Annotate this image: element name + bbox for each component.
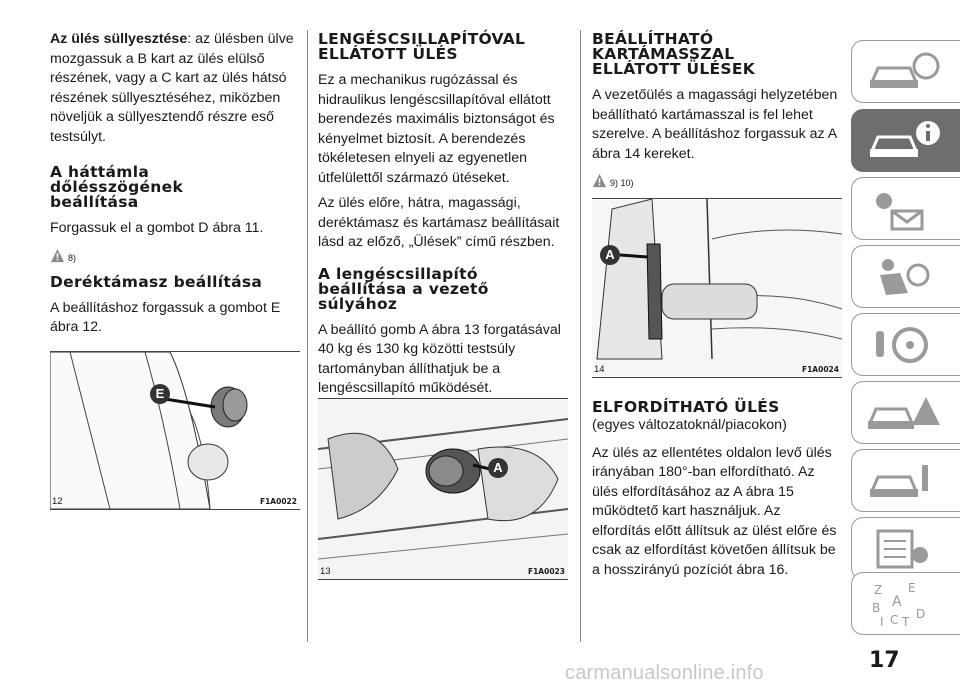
- sidebar-tab-index[interactable]: Z E A B D I C T: [851, 572, 960, 635]
- column-3-lower: ELFORDÍTHATÓ ÜLÉS (egyes változatoknál/p…: [592, 398, 842, 580]
- heading-damper-adjust: A lengéscsillapító beállítása a vezető s…: [318, 264, 568, 313]
- heading-line: ELLÁTOTT ÜLÉS: [318, 45, 458, 63]
- heading-line: beállítása: [50, 193, 139, 211]
- figure-code: F1A0023: [527, 567, 565, 576]
- heading-swivel-seat: ELFORDÍTHATÓ ÜLÉS: [592, 398, 780, 416]
- svg-text:I: I: [880, 615, 884, 628]
- steering-key-icon: [876, 327, 928, 363]
- alphabet-index-icon: Z E A B D I C T: [872, 581, 925, 628]
- paragraph: Az ülés előre, hátra, magassági, deréktá…: [318, 195, 560, 250]
- heading-lumbar: Deréktámasz beállítása: [50, 272, 263, 291]
- warning-number: 8): [68, 252, 77, 263]
- heading-subtitle: (egyes változatoknál/piacokon): [592, 417, 787, 433]
- seat-lumbar-illustration: [50, 352, 248, 509]
- suspension-knob-illustration: [318, 399, 568, 579]
- warning-triangle-icon: [592, 173, 607, 188]
- armrest-seat-illustration: [592, 199, 842, 377]
- paragraph: A beállító gomb A ábra 13 forgatásával 4…: [318, 321, 561, 397]
- intro-bold: Az ülés süllyesztése: [50, 31, 188, 47]
- car-service-icon: [869, 465, 928, 497]
- airbag-person-icon: [880, 259, 930, 295]
- sidebar-tab-emergency[interactable]: [851, 381, 960, 444]
- heading-line: BEÁLLÍTHATÓ: [592, 30, 714, 48]
- svg-text:B: B: [872, 601, 880, 615]
- callout-label: A: [488, 458, 508, 478]
- intro-text: : az ülésben ülve mozgassuk a B kart az …: [50, 31, 294, 145]
- sidebar-tab-driving[interactable]: [851, 313, 960, 376]
- warning-ref: 8): [50, 243, 300, 263]
- figure-12: E 12 F1A0022: [50, 351, 300, 510]
- figure-number: 13: [320, 566, 331, 577]
- svg-text:E: E: [908, 581, 916, 595]
- heading-armrest-seats: BEÁLLÍTHATÓ KARTÁMASSZAL ELLÁTOTT ÜLÉSEK: [592, 30, 842, 78]
- heading-line: A lengéscsillapító: [318, 264, 478, 283]
- heading-line: LENGÉSCSILLAPÍTÓVAL: [318, 30, 526, 48]
- figure-code: F1A0024: [801, 365, 839, 374]
- figure-13: A 13 F1A0023: [318, 398, 568, 580]
- heading-line: súlyához: [318, 294, 398, 313]
- sidebar-tab-know-your-vehicle[interactable]: [851, 109, 960, 172]
- sidebar-tab-technical-data[interactable]: [851, 517, 960, 580]
- heading-suspension-seat: LENGÉSCSILLAPÍTÓVAL ELLÁTOTT ÜLÉS: [318, 30, 568, 63]
- column-divider: [307, 30, 308, 642]
- heading-line: KARTÁMASSZAL: [592, 45, 735, 63]
- figure-number: 14: [594, 364, 605, 375]
- car-info-active-icon: [869, 121, 940, 157]
- paragraph: Ez a mechanikus rugózással és hidrauliku…: [318, 72, 555, 186]
- heading-line: ELLÁTOTT ÜLÉSEK: [592, 60, 756, 78]
- sidebar-tab-safety[interactable]: [851, 245, 960, 308]
- warning-number: 9) 10): [610, 178, 634, 188]
- column-1: Az ülés süllyesztése: az ülésben ülve mo…: [50, 30, 300, 338]
- specs-list-icon: [876, 529, 928, 569]
- warning-triangle-icon: [50, 248, 65, 262]
- svg-text:Z: Z: [874, 583, 882, 597]
- heading-line: dőlésszögének: [50, 178, 184, 196]
- car-warning-icon: [867, 397, 940, 429]
- figure-code: F1A0022: [259, 497, 297, 506]
- sidebar-tab-maintenance[interactable]: [851, 449, 960, 512]
- heading-backrest: A háttámla dőlésszögének beállítása: [50, 163, 300, 211]
- column-3: BEÁLLÍTHATÓ KARTÁMASSZAL ELLÁTOTT ÜLÉSEK…: [592, 30, 842, 188]
- watermark: carmanualsonline.info: [565, 662, 764, 684]
- figure-14: A 14 F1A0024: [592, 198, 842, 378]
- paragraph: Forgassuk el a gombot D ábra 11.: [50, 220, 264, 236]
- lights-mail-icon: [876, 193, 924, 231]
- svg-text:A: A: [892, 594, 902, 610]
- svg-text:T: T: [901, 615, 910, 628]
- column-divider: [580, 30, 581, 642]
- page-number: 17: [869, 648, 900, 673]
- paragraph: Az ülés az ellentétes oldalon levő ülés …: [592, 444, 837, 578]
- callout-label: E: [150, 384, 170, 404]
- column-2: LENGÉSCSILLAPÍTÓVAL ELLÁTOTT ÜLÉS Ez a m…: [318, 30, 568, 399]
- callout-label: A: [600, 245, 620, 265]
- heading-line: beállítása a vezető: [318, 279, 489, 298]
- warning-ref: 9) 10): [592, 168, 842, 188]
- heading-line: A háttámla: [50, 163, 150, 181]
- paragraph: A vezetőülés a magassági helyzetében beá…: [592, 87, 838, 162]
- paragraph: A beállításhoz forgassuk a gombot E ábra…: [50, 299, 281, 336]
- sidebar-tab-dashboard[interactable]: [851, 40, 960, 103]
- figure-number: 12: [52, 496, 63, 507]
- svg-text:C: C: [890, 613, 898, 627]
- svg-text:D: D: [916, 607, 925, 621]
- car-info-icon: [869, 52, 940, 88]
- intro-paragraph: Az ülés süllyesztése: az ülésben ülve mo…: [50, 30, 300, 147]
- sidebar-tab-lights[interactable]: [851, 177, 960, 240]
